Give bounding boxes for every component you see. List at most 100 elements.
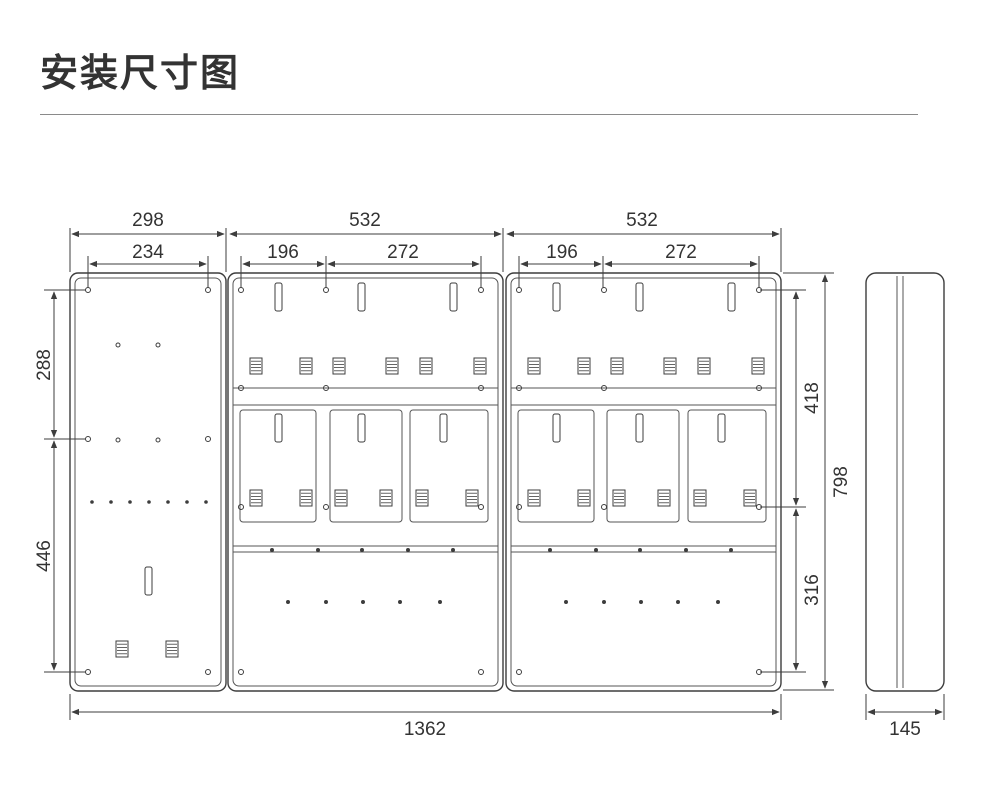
vent-slot [415, 489, 429, 507]
vent-slot [751, 357, 765, 375]
meter-slot [357, 413, 366, 443]
meter-slot [727, 282, 736, 312]
mounting-hole [478, 385, 484, 391]
vent-slot [249, 357, 263, 375]
vent-slot [115, 640, 129, 658]
dot [564, 600, 568, 604]
dot [128, 500, 132, 504]
dot [109, 500, 113, 504]
dot [185, 500, 189, 504]
dot [438, 600, 442, 604]
meter-slot [274, 282, 283, 312]
dot [729, 548, 733, 552]
vent-slot [743, 489, 757, 507]
meter-slot [635, 282, 644, 312]
dot [204, 500, 208, 504]
dot [548, 548, 552, 552]
mounting-hole [85, 287, 91, 293]
vent-slot [693, 489, 707, 507]
dim-top-right-inner-b: 272 [665, 242, 697, 263]
dim-top-mid-inner-b: 272 [387, 242, 419, 263]
vent-slot [379, 489, 393, 507]
dot [676, 600, 680, 604]
mounting-hole [238, 385, 244, 391]
mounting-hole [238, 504, 244, 510]
dot [90, 500, 94, 504]
dim-bottom-total: 1362 [404, 719, 446, 740]
vent-slot [465, 489, 479, 507]
meter-slot [635, 413, 644, 443]
dim-top-right-inner-a: 196 [546, 242, 578, 263]
meter-slot [439, 413, 448, 443]
dimension-labels: 298 234 532 196 272 532 196 272 288 446 … [34, 210, 921, 740]
dot [361, 600, 365, 604]
dot [406, 548, 410, 552]
dot [360, 548, 364, 552]
meter-slot [274, 413, 283, 443]
dim-left-upper: 288 [34, 349, 55, 381]
screw-hole [115, 342, 121, 348]
dim-side-depth: 145 [889, 719, 921, 740]
mounting-hole [205, 436, 211, 442]
mounting-hole [516, 504, 522, 510]
mounting-hole [478, 504, 484, 510]
vent-slot [577, 489, 591, 507]
mounting-hole [601, 504, 607, 510]
mounting-hole [323, 287, 329, 293]
dim-right-lower: 316 [802, 574, 823, 606]
mounting-hole [205, 287, 211, 293]
dim-top-right-outer: 532 [626, 210, 658, 231]
meter-slot [552, 413, 561, 443]
dot [270, 548, 274, 552]
mounting-hole [756, 385, 762, 391]
dot [451, 548, 455, 552]
page-title: 安装尺寸图 [40, 51, 241, 95]
left-cabinet [69, 272, 227, 692]
middle-cabinet [227, 272, 504, 692]
front-view [69, 272, 782, 692]
dot [166, 500, 170, 504]
dot [594, 548, 598, 552]
dot [602, 600, 606, 604]
vent-slot [334, 489, 348, 507]
dim-right-upper: 418 [802, 382, 823, 414]
dot [316, 548, 320, 552]
dot [286, 600, 290, 604]
dot [147, 500, 151, 504]
vent-slot [610, 357, 624, 375]
mounting-hole [516, 287, 522, 293]
dot [716, 600, 720, 604]
dim-top-mid-inner-a: 196 [267, 242, 299, 263]
vent-slot [527, 489, 541, 507]
dim-top-left-outer: 298 [132, 210, 164, 231]
vent-slot [577, 357, 591, 375]
mounting-hole [323, 504, 329, 510]
mounting-hole [238, 669, 244, 675]
mounting-hole [85, 669, 91, 675]
vent-slot [657, 489, 671, 507]
title-divider [40, 114, 918, 115]
mounting-holes-and-vents [85, 282, 765, 675]
dot [684, 548, 688, 552]
meter-slot [449, 282, 458, 312]
mounting-hole [601, 287, 607, 293]
mounting-hole [516, 669, 522, 675]
dim-right-total: 798 [831, 466, 852, 498]
meter-slot [552, 282, 561, 312]
vent-slot [299, 489, 313, 507]
screw-hole [155, 342, 161, 348]
vent-slot [165, 640, 179, 658]
vent-slot [663, 357, 677, 375]
screw-hole [115, 437, 121, 443]
mounting-hole [478, 287, 484, 293]
screw-hole [155, 437, 161, 443]
dim-left-lower: 446 [34, 540, 55, 572]
vent-slot [299, 357, 313, 375]
mounting-hole [205, 669, 211, 675]
dim-top-mid-outer: 532 [349, 210, 381, 231]
meter-slot [717, 413, 726, 443]
vent-slot [249, 489, 263, 507]
dot [639, 600, 643, 604]
meter-slot [144, 566, 153, 596]
